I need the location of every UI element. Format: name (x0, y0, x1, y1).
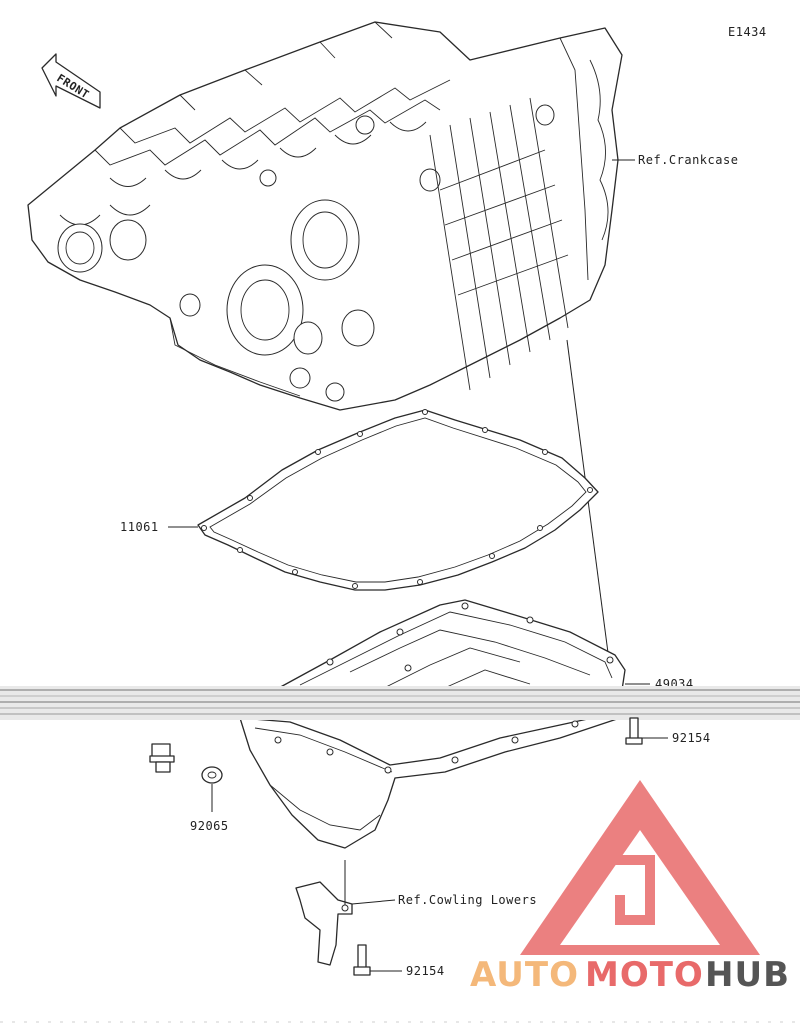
oil-pan (239, 599, 626, 849)
watermark-text-auto: AUTO (470, 955, 579, 995)
bolt-92154-right (625, 717, 643, 745)
automotohub-logo-icon (520, 780, 760, 955)
bolt-92154-bottom (353, 944, 371, 976)
drain-plug (149, 743, 175, 773)
scan-noise-band (0, 686, 800, 720)
diagram-code: E1434 (728, 25, 767, 39)
watermark-text-hub: HUB (705, 955, 790, 995)
callout-92065: 92065 (190, 819, 229, 833)
callout-92154-right: 92154 (672, 731, 711, 745)
cowling-bracket (295, 881, 353, 966)
gasket-bolt-holes (201, 409, 593, 589)
callout-ref-cowling-lowers: Ref.Cowling Lowers (398, 893, 537, 907)
oil-pan-gasket (197, 409, 599, 591)
callout-ref-crankcase: Ref.Crankcase (638, 153, 738, 167)
callout-92154-bottom: 92154 (406, 964, 445, 978)
front-arrow-icon: FRONT (41, 53, 101, 109)
watermark-text-moto: MOTO (585, 955, 704, 995)
washer-92065 (201, 766, 223, 784)
callout-11061: 11061 (120, 520, 159, 534)
crankcase-illustration (27, 21, 623, 411)
